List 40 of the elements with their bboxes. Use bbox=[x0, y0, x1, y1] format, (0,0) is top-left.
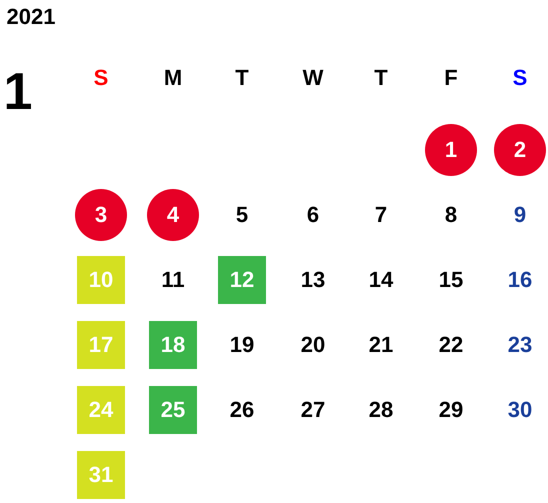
date-number: 11 bbox=[161, 269, 185, 291]
date-number: 14 bbox=[368, 269, 394, 291]
date-number: 29 bbox=[438, 399, 464, 421]
highlighted-date: 31 bbox=[77, 451, 125, 499]
date-number: 7 bbox=[374, 204, 388, 226]
date-number: 13 bbox=[300, 269, 326, 291]
date-number: 5 bbox=[236, 204, 248, 226]
holiday-circle: 4 bbox=[147, 189, 199, 241]
weekday-header: W bbox=[302, 67, 324, 89]
year-label: 2021 bbox=[6, 6, 56, 28]
highlighted-date: 12 bbox=[218, 256, 266, 304]
date-number: 15 bbox=[438, 269, 464, 291]
highlighted-date: 18 bbox=[149, 321, 197, 369]
holiday-circle: 3 bbox=[75, 189, 127, 241]
date-number: 22 bbox=[438, 334, 464, 356]
date-number: 16 bbox=[508, 269, 532, 291]
highlighted-date: 17 bbox=[77, 321, 125, 369]
highlighted-date: 24 bbox=[77, 386, 125, 434]
date-number: 20 bbox=[300, 334, 326, 356]
highlighted-date: 25 bbox=[149, 386, 197, 434]
date-number: 27 bbox=[300, 399, 326, 421]
date-number: 19 bbox=[230, 334, 254, 356]
weekday-header: S bbox=[512, 67, 528, 89]
date-number: 6 bbox=[306, 204, 320, 226]
weekday-header: T bbox=[235, 67, 249, 89]
date-number: 9 bbox=[514, 204, 526, 226]
date-number: 26 bbox=[230, 399, 254, 421]
date-number: 8 bbox=[444, 204, 458, 226]
date-number: 28 bbox=[368, 399, 394, 421]
date-number: 30 bbox=[508, 399, 532, 421]
weekday-header: F bbox=[444, 67, 458, 89]
highlighted-date: 10 bbox=[77, 256, 125, 304]
holiday-circle: 1 bbox=[425, 124, 477, 176]
weekday-header: M bbox=[164, 67, 182, 89]
date-number: 21 bbox=[368, 334, 394, 356]
holiday-circle: 2 bbox=[494, 124, 546, 176]
date-number: 23 bbox=[508, 334, 532, 356]
month-number: 1 bbox=[4, 66, 32, 118]
weekday-header: S bbox=[94, 67, 108, 89]
weekday-header: T bbox=[374, 67, 388, 89]
